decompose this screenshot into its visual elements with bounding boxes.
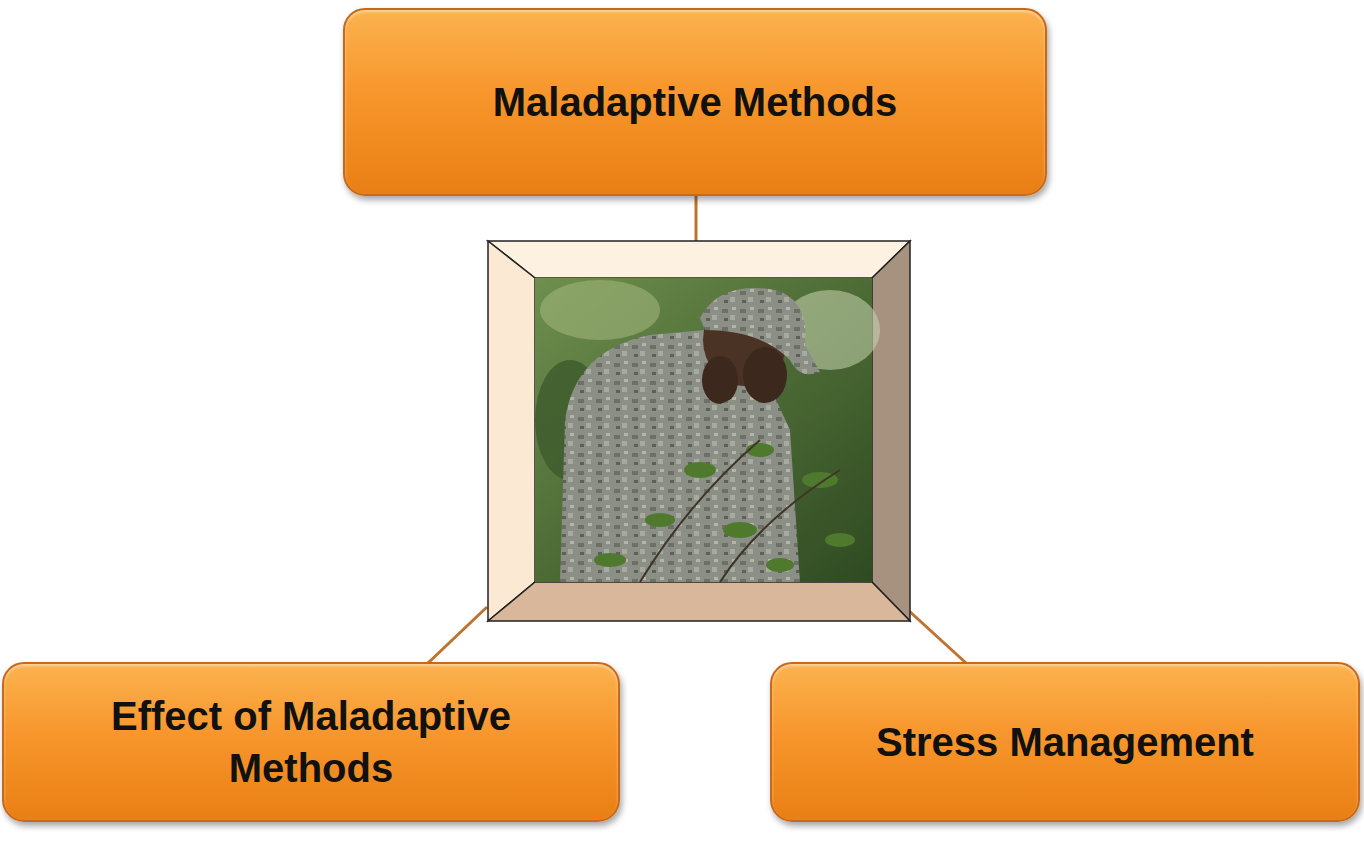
process-box: Effect of Maladaptive Methods: [2, 662, 620, 822]
box-label: Effect of Maladaptive Methods: [28, 690, 594, 794]
connector-line: [908, 610, 966, 663]
connector-line: [428, 607, 487, 663]
box-content: Stress Management: [876, 716, 1254, 768]
box-content: Maladaptive Methods: [493, 76, 898, 128]
picture-frame: [488, 241, 910, 621]
process-box: Stress Management: [770, 662, 1360, 822]
connector-line: [695, 196, 698, 241]
box-label: Stress Management: [876, 716, 1254, 768]
box-label: Maladaptive Methods: [493, 76, 898, 128]
box-content: Effect of Maladaptive Methods: [28, 690, 594, 794]
process-box: Maladaptive Methods: [343, 8, 1047, 196]
soldier-photo: [535, 278, 880, 582]
